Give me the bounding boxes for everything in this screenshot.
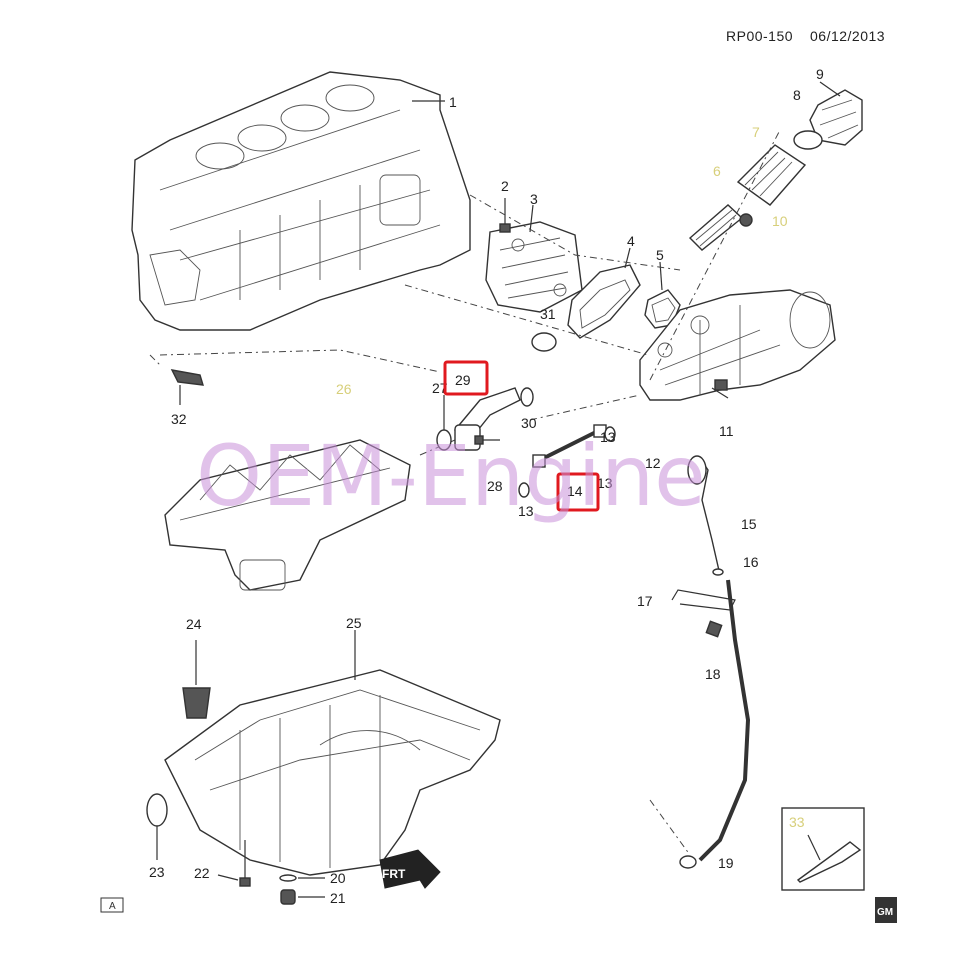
- diagram-date: 06/12/2013: [810, 28, 885, 44]
- front-direction-arrow: FRT: [379, 849, 441, 889]
- dipstick: [687, 455, 721, 576]
- diagram-code: RP00-150: [726, 28, 793, 44]
- o-ring-30: [520, 387, 534, 407]
- callout-19: 19: [718, 855, 734, 871]
- corner-mark-a: A: [100, 897, 124, 913]
- callout-21: 21: [330, 890, 346, 906]
- seal-23: [146, 793, 168, 827]
- callout-4: 4: [627, 233, 635, 249]
- o-ring-31: [531, 332, 557, 352]
- o-ring-16: [712, 568, 724, 576]
- sealant-inset: [781, 807, 865, 891]
- bolt-2: [499, 198, 511, 233]
- dipstick-tube: [671, 579, 751, 862]
- bolt-28: [474, 435, 500, 445]
- callout-7: 7: [752, 124, 760, 140]
- drain-plug: [279, 874, 325, 905]
- callout-labels: 1 2 3 4 5 6 7 8 9 10 11 12 13 13 13 14 1…: [149, 66, 824, 906]
- callout-13b: 13: [597, 475, 613, 491]
- highlight-box-14: [556, 472, 600, 512]
- callout-22: 22: [194, 865, 210, 881]
- callout-13c: 13: [600, 429, 616, 445]
- filter-element: [736, 144, 807, 206]
- oil-pipe: [453, 387, 521, 451]
- gm-logo: GM: [875, 897, 897, 923]
- callout-10: 10: [772, 213, 788, 229]
- bolt-11: [711, 379, 729, 399]
- callout-6: 6: [713, 163, 721, 179]
- callout-9: 9: [816, 66, 824, 82]
- callout-24: 24: [186, 616, 202, 632]
- callout-3: 3: [530, 191, 538, 207]
- callout-1: 1: [449, 94, 457, 110]
- frt-label: FRT: [382, 867, 406, 881]
- washer-13: [518, 482, 530, 498]
- bypass-valve: [688, 204, 744, 251]
- assembly-lines: [149, 129, 781, 856]
- highlight-box-29: [443, 360, 489, 396]
- callout-16: 16: [743, 554, 759, 570]
- callout-15: 15: [741, 516, 757, 532]
- washer-13b: [604, 426, 616, 442]
- bed-plate: [164, 439, 411, 591]
- gasket-4: [567, 264, 641, 339]
- oil-cooler: [485, 221, 583, 313]
- callout-32: 32: [171, 411, 187, 427]
- callout-5: 5: [656, 247, 664, 263]
- callout-26: 26: [336, 381, 352, 397]
- callout-17: 17: [637, 593, 653, 609]
- watermark: OEM-Engine: [196, 427, 706, 525]
- sensor-32: [170, 369, 204, 405]
- callout-33: 33: [789, 814, 805, 830]
- bolt-18: [705, 620, 723, 638]
- engine-block: [131, 71, 471, 331]
- oil-pipe-14: [532, 424, 607, 468]
- o-ring-19: [679, 855, 697, 869]
- callout-11: 11: [719, 423, 734, 439]
- oil-pan: [164, 669, 501, 876]
- callout-31: 31: [540, 306, 556, 322]
- callout-12: 12: [645, 455, 661, 471]
- callout-30: 30: [521, 415, 537, 431]
- callout-14: 14: [567, 483, 583, 499]
- callout-20: 20: [330, 870, 346, 886]
- callout-8: 8: [793, 87, 801, 103]
- callout-13a: 13: [518, 503, 534, 519]
- plug-10: [739, 213, 753, 227]
- svg-text:GM: GM: [877, 907, 893, 918]
- breather-24: [182, 640, 211, 719]
- callout-2: 2: [501, 178, 509, 194]
- callout-29: 29: [455, 372, 471, 388]
- svg-text:A: A: [109, 901, 116, 912]
- callout-28: 28: [487, 478, 503, 494]
- o-ring-8: [793, 130, 823, 150]
- bolt-22: [217, 840, 251, 887]
- callout-18: 18: [705, 666, 721, 682]
- callout-25: 25: [346, 615, 362, 631]
- callout-23: 23: [149, 864, 165, 880]
- filter-cap: [809, 89, 863, 146]
- oil-filter-housing: [639, 289, 836, 401]
